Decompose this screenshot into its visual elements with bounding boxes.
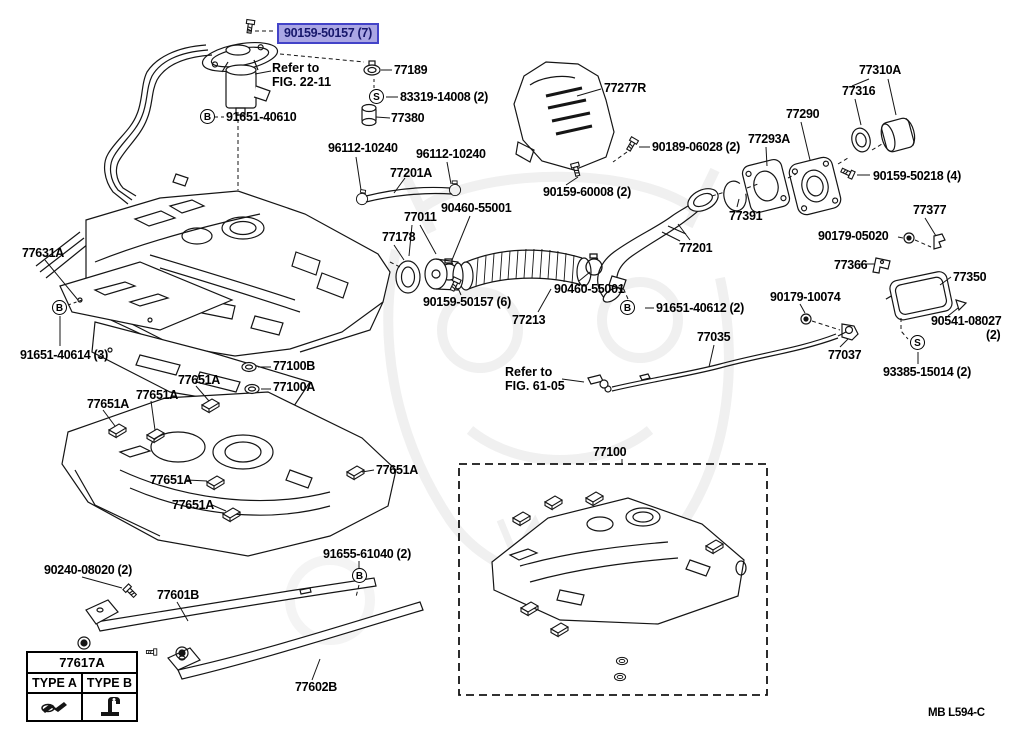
circled-letter-marker: B [52, 300, 67, 315]
part-label[interactable]: 83319-14008 (2) [400, 90, 488, 104]
filler-pipe-drawing [597, 188, 719, 303]
part-label[interactable]: 77310A [859, 63, 901, 77]
part-label[interactable]: 91651-40610 [226, 110, 297, 124]
part-label[interactable]: 90240-08020 (2) [44, 563, 132, 577]
type-a-header: TYPE A [28, 674, 83, 694]
refer-note-line1: Refer to [272, 61, 320, 75]
filler-hose-drawing [395, 248, 603, 294]
type-table-header: 77617A [28, 653, 136, 674]
refer-note-fig-22-11: Refer to FIG. 22-11 [272, 61, 332, 90]
circled-letter-marker: B [200, 109, 215, 124]
circled-letter-marker: S [369, 89, 384, 104]
part-label[interactable]: 77631A [22, 246, 64, 260]
part-label[interactable]: 77651A [87, 397, 129, 411]
fuel-pump-assembly-drawing [201, 18, 279, 116]
part-label[interactable]: 77316 [842, 84, 876, 98]
part-label[interactable]: (2) [986, 328, 1001, 342]
part-label[interactable]: 90179-10074 [770, 290, 841, 304]
part-label[interactable]: 77651A [172, 498, 214, 512]
part-label[interactable]: 90159-60008 (2) [543, 185, 631, 199]
part-label[interactable]: 77189 [394, 63, 428, 77]
type-a-clip-icon [40, 702, 67, 713]
part-label[interactable]: 77601B [157, 588, 199, 602]
spare-tank-box-drawing [458, 463, 768, 696]
part-label[interactable]: 90159-50157 (6) [423, 295, 511, 309]
part-label[interactable]: 96112-10240 [328, 141, 398, 155]
fuel-lid-cable-drawing [587, 331, 847, 393]
part-label[interactable]: 77035 [697, 330, 731, 344]
type-table: 77617A TYPE A TYPE B [26, 651, 138, 722]
part-label[interactable]: 90460-55001 [554, 282, 625, 296]
refer-note-line2: FIG. 22-11 [272, 74, 332, 89]
part-label[interactable]: 77651A [136, 388, 178, 402]
highlighted-part-label[interactable]: 90159-50157 (7) [277, 23, 379, 44]
part-label[interactable]: 77651A [376, 463, 418, 477]
type-b-header: TYPE B [83, 674, 136, 694]
part-label[interactable]: 77391 [729, 209, 763, 223]
fuel-inlet-shield-drawing [513, 61, 640, 178]
part-label[interactable]: 96112-10240 [416, 147, 486, 161]
part-label[interactable]: 77380 [391, 111, 425, 125]
part-label[interactable]: 77178 [382, 230, 416, 244]
refer-note-line2: FIG. 61-05 [505, 378, 565, 393]
part-label[interactable]: 77277R [604, 81, 646, 95]
part-label[interactable]: 77201A [390, 166, 432, 180]
part-label[interactable]: 90460-55001 [441, 201, 512, 215]
part-label[interactable]: 77100A [273, 380, 315, 394]
part-label[interactable]: 91655-61040 (2) [323, 547, 411, 561]
fuel-tube-bundle-drawing [35, 44, 213, 279]
part-label[interactable]: 77293A [748, 132, 790, 146]
part-label[interactable]: 77651A [150, 473, 192, 487]
part-label[interactable]: 77290 [786, 107, 820, 121]
part-label[interactable]: 77213 [512, 313, 546, 327]
part-label[interactable]: 77011 [404, 210, 437, 224]
type-b-cell [83, 694, 136, 720]
part-label[interactable]: 77366 [834, 258, 868, 272]
leader-lines [44, 30, 959, 681]
part-label[interactable]: 90179-05020 [818, 229, 889, 243]
part-label[interactable]: 77350 [953, 270, 987, 284]
circled-letter-marker: B [352, 568, 367, 583]
tank-straps-drawing [77, 577, 424, 680]
figure-code: MB L594-C [928, 707, 985, 719]
vent-valve-parts-drawing [361, 60, 381, 127]
circled-letter-marker: B [620, 300, 635, 315]
part-label[interactable]: 90189-06028 (2) [652, 140, 740, 154]
breather-hose-drawing [355, 180, 462, 206]
refer-note-fig-61-05: Refer to FIG. 61-05 [505, 365, 565, 394]
refer-note-line1: Refer to [505, 365, 553, 379]
filler-gasket-stack-drawing [723, 117, 916, 216]
type-a-cell [28, 694, 83, 720]
part-label[interactable]: 90541-08027 [931, 314, 1002, 328]
part-label[interactable]: 77602B [295, 680, 337, 694]
insulator-tank-drawing [61, 391, 397, 557]
part-label[interactable]: 77201 [679, 241, 713, 255]
part-label[interactable]: 77037 [828, 348, 862, 362]
fuel-lid-parts-drawing [800, 232, 968, 341]
part-label[interactable]: 77100 [593, 445, 627, 459]
part-label[interactable]: 91651-40612 (2) [656, 301, 744, 315]
part-label[interactable]: 90159-50218 (4) [873, 169, 961, 183]
type-b-clip-icon [100, 697, 120, 716]
part-label[interactable]: 77651A [178, 373, 220, 387]
circled-letter-marker: S [910, 335, 925, 350]
part-label[interactable]: 93385-15014 (2) [883, 365, 971, 379]
part-label[interactable]: 77377 [913, 203, 947, 217]
part-label[interactable]: 77100B [273, 359, 315, 373]
part-label[interactable]: 91651-40614 (3) [20, 348, 108, 362]
